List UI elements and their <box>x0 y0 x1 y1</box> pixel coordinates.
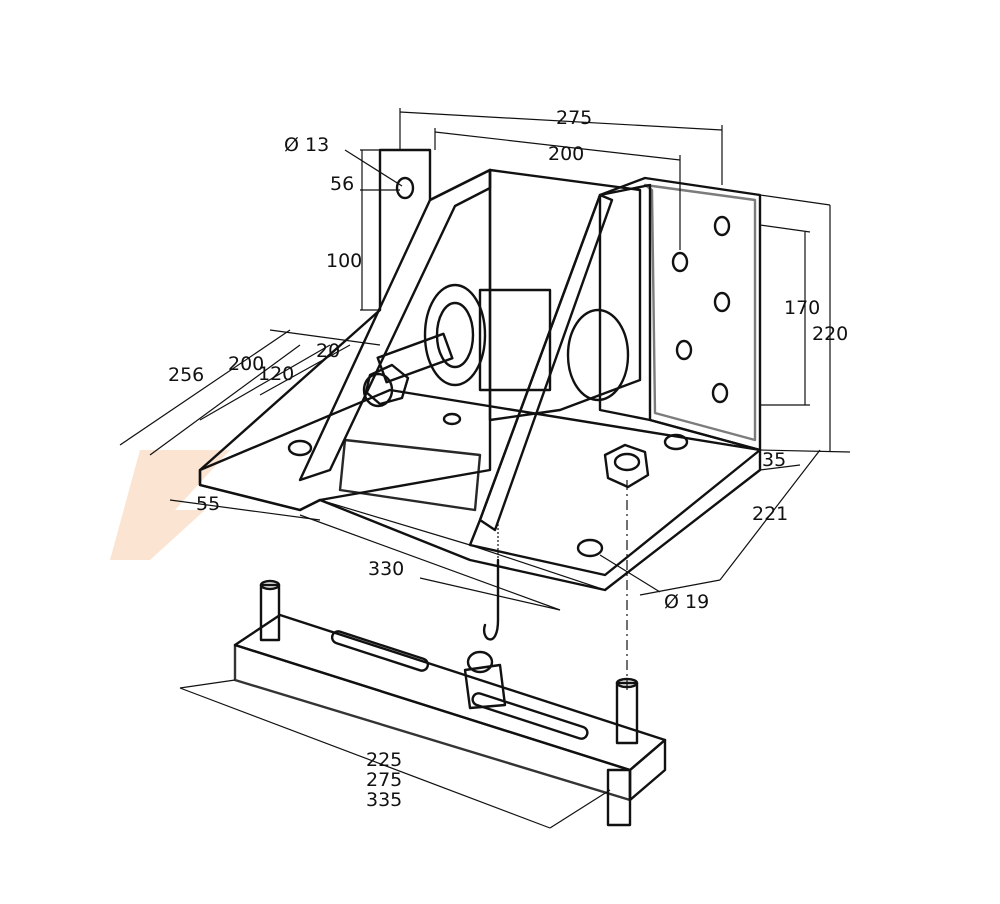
drum-bore-hole <box>566 308 630 402</box>
dim-275-bottom: 275 <box>366 769 402 791</box>
bracket-assembly <box>198 148 762 592</box>
hole-base-front <box>576 538 604 558</box>
rail-top <box>233 613 667 772</box>
rail-slot-right <box>471 692 589 740</box>
dim-35: 35 <box>762 449 786 471</box>
dim-170: 170 <box>784 297 820 319</box>
hole-base-center <box>442 412 462 426</box>
dimension-lines <box>119 108 851 829</box>
dim-256: 256 <box>168 364 204 386</box>
dim-200-top: 200 <box>548 143 584 165</box>
dim-221: 221 <box>752 503 788 525</box>
dim-hole-19: Ø 19 <box>664 591 709 613</box>
hole-right-3 <box>713 291 731 313</box>
dim-55: 55 <box>196 493 220 515</box>
base-channel <box>338 438 482 512</box>
anchor-nut-bore <box>613 452 641 472</box>
dim-335: 335 <box>366 789 402 811</box>
winch-drum <box>478 288 552 392</box>
dim-100: 100 <box>326 250 362 272</box>
dim-330: 330 <box>368 558 404 580</box>
right-side-hatched <box>643 183 757 442</box>
shaft-end-cap <box>362 372 394 408</box>
cable-hook <box>482 520 500 641</box>
anchor-nut <box>603 443 650 489</box>
dim-200-left: 200 <box>228 353 264 375</box>
stud-left <box>259 583 281 642</box>
dim-220: 220 <box>812 323 848 345</box>
stud-right <box>615 681 639 745</box>
slide-rail <box>233 579 667 827</box>
hole-base-right <box>663 433 689 451</box>
dim-120: 120 <box>258 363 294 385</box>
left-flange-face <box>298 168 492 482</box>
dim-275-top: 275 <box>556 107 592 129</box>
hole-right-2 <box>671 251 689 273</box>
dim-hole-13: Ø 13 <box>284 134 329 156</box>
dim-225: 225 <box>366 749 402 771</box>
drum-hub <box>423 283 487 387</box>
left-upright-plate <box>198 148 492 512</box>
shackle <box>463 663 507 710</box>
hole-right-5 <box>711 382 729 404</box>
hole-right-1 <box>713 215 731 237</box>
dim-56: 56 <box>330 173 354 195</box>
dim-20: 20 <box>316 340 340 362</box>
dimension-labels: 275 200 Ø 13 56 100 170 220 256 200 20 1… <box>168 107 848 811</box>
back-wall <box>488 168 642 422</box>
rail-slot-left <box>330 630 430 672</box>
base-plate <box>198 388 762 592</box>
shaft-nut <box>364 363 410 406</box>
gusset-edge-hatch <box>478 193 614 532</box>
hole-base-left <box>287 439 313 457</box>
front-gusset-plate <box>468 183 762 577</box>
hole-upper-left <box>395 176 415 200</box>
hole-right-4 <box>675 339 693 361</box>
